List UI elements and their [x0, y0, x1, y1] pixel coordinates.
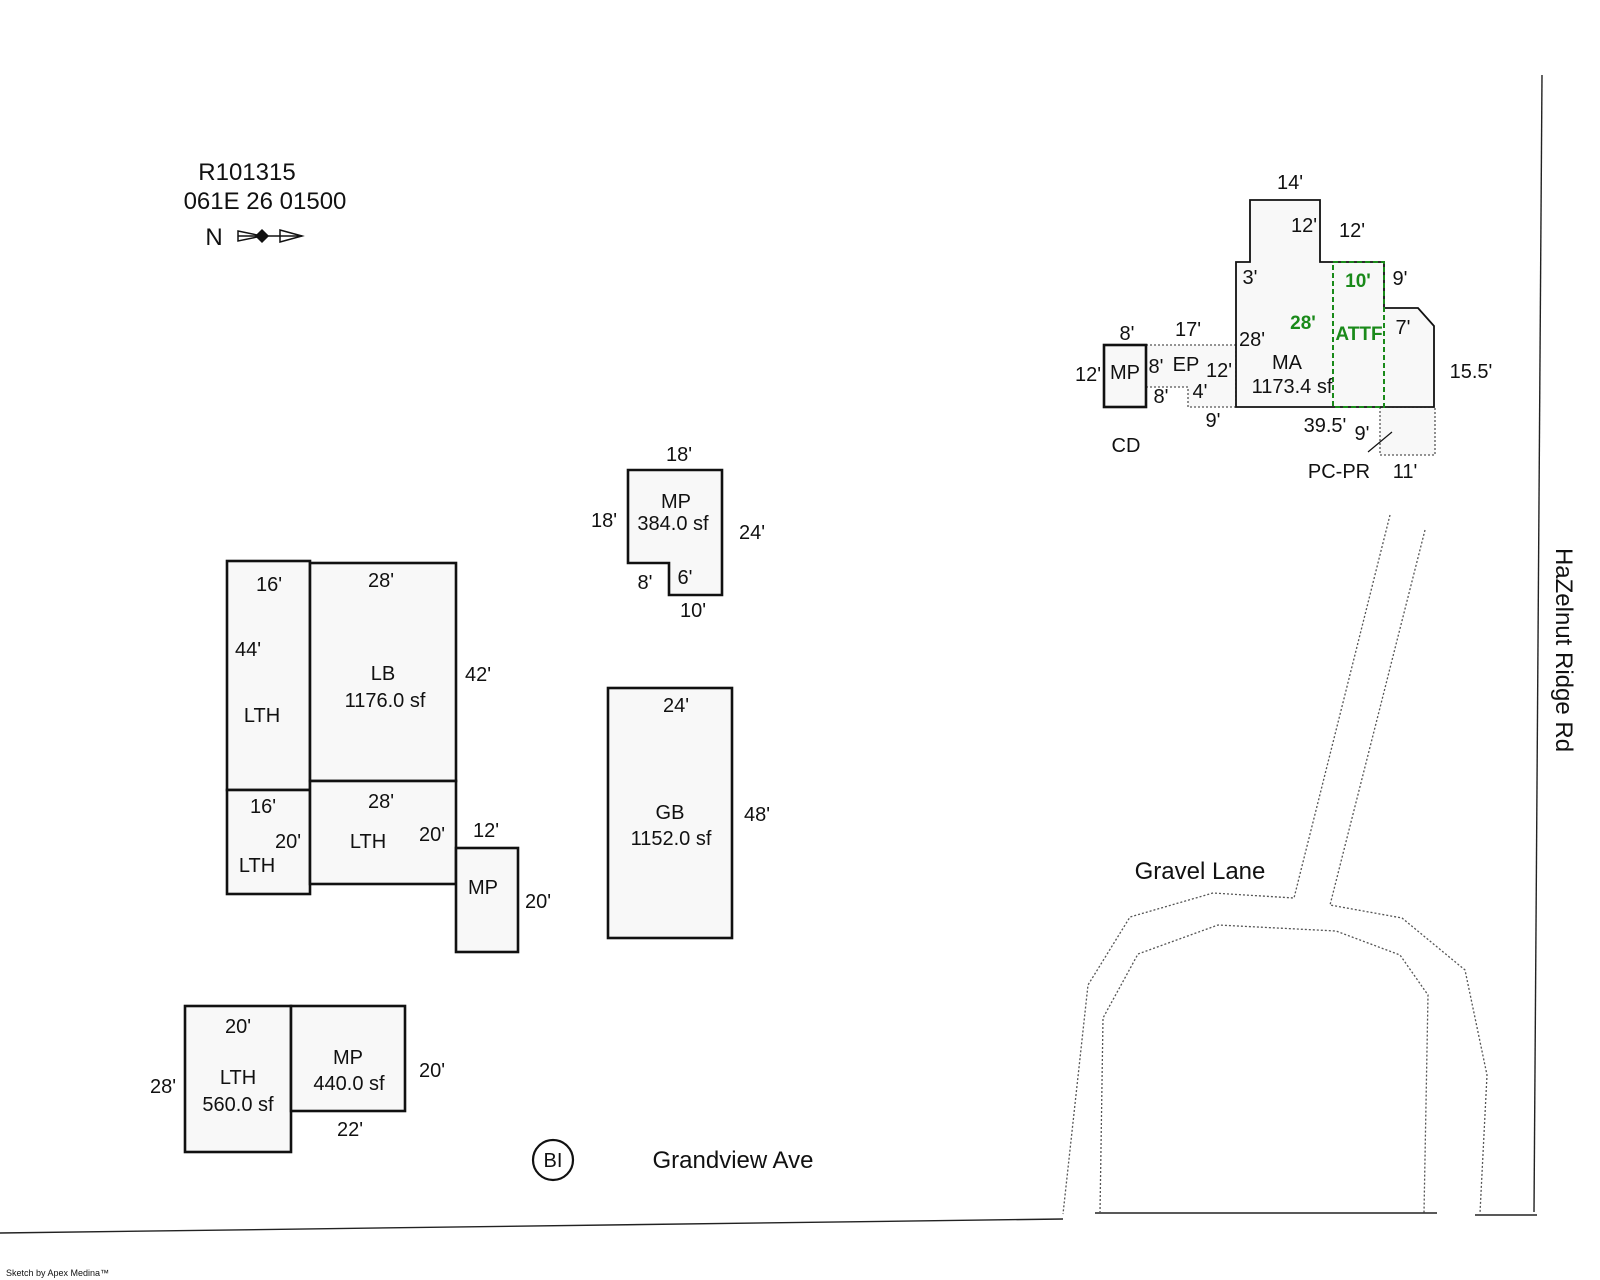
lth-small-left-label: LTH: [239, 855, 275, 877]
bi-symbol-label: BI: [544, 1150, 563, 1172]
dim-mp-small-right: 24': [739, 522, 765, 544]
dim-ma-bottom: 39.5': [1304, 415, 1347, 437]
ma-area: 1173.4 sf: [1252, 376, 1333, 398]
dim-ma-left: 28': [1239, 329, 1265, 351]
pc-pr-leader: [1367, 431, 1393, 453]
dim-ma-step-left: 3': [1243, 267, 1258, 289]
lth-bottom-area: 560.0 sf: [202, 1094, 274, 1116]
mp-small-building: [626, 468, 724, 597]
mp-lb-group: [454, 846, 520, 954]
dim-ep-bottom: 9': [1206, 410, 1221, 432]
lth-bottom-label: LTH: [220, 1067, 256, 1089]
lb-building: [308, 561, 458, 783]
mp-lb-label: MP: [468, 877, 498, 899]
dim-mp-bottom-bottom: 22': [337, 1119, 363, 1141]
gb-building: [606, 686, 734, 940]
pc-pr-label: PC-PR: [1308, 461, 1370, 483]
dim-ep-bottom-left: 8': [1154, 386, 1169, 408]
lb-label: LB: [371, 663, 395, 685]
gravel-lane-inner: [1099, 924, 1429, 1214]
dim-mp-small-bottom: 10': [680, 600, 706, 622]
gb-label: GB: [656, 802, 685, 824]
lth-small-mid-label: LTH: [350, 831, 386, 853]
dim-gb-side: 48': [744, 804, 770, 826]
dim-gb-top: 24': [663, 695, 689, 717]
attf-dim-top: 10': [1345, 271, 1371, 292]
dim-mp-lb-top: 12': [473, 820, 499, 842]
dim-mp-bottom-side: 20': [419, 1060, 445, 1082]
mp-bottom-area: 440.0 sf: [313, 1073, 385, 1095]
dim-ep-step: 4': [1193, 381, 1208, 403]
lth-bottom: [183, 1004, 293, 1154]
property-line-bottom: [0, 1218, 1064, 1234]
pc-pr-area: [1379, 406, 1436, 456]
dim-pc-bottom: 11': [1393, 461, 1418, 483]
attf-area: [1332, 261, 1385, 408]
dim-lth-side: 44': [235, 639, 261, 661]
road-label-gravel: Gravel Lane: [1135, 858, 1266, 885]
dim-mp-main-left: 12': [1075, 364, 1101, 386]
dim-mp-small-left: 18': [591, 510, 617, 532]
dim-lth-bottom-side: 28': [150, 1076, 176, 1098]
mp-bottom: [289, 1004, 407, 1113]
dim-lth-bottom-top: 20': [225, 1016, 251, 1038]
attf-dim-height: 28': [1290, 313, 1316, 334]
dim-ma-inner: 12': [1291, 215, 1317, 237]
dim-lb-top: 28': [368, 570, 394, 592]
property-line-right: [1533, 74, 1543, 1213]
north-arrow-icon: [237, 228, 305, 244]
dim-lb-side: 42': [465, 664, 491, 686]
cd-label: CD: [1112, 435, 1141, 457]
attf-label: ATTF: [1335, 324, 1382, 345]
dim-ma-upper-right: 12': [1339, 220, 1365, 242]
dim-lth3-side: 20': [419, 824, 445, 846]
ma-label: MA: [1272, 352, 1303, 374]
ep-label: EP: [1173, 354, 1200, 376]
dim-ma-top: 14': [1277, 172, 1303, 194]
dim-ma-right-step: 9': [1393, 268, 1408, 290]
lth-small-mid: [308, 779, 458, 886]
north-label: N: [205, 224, 222, 251]
gravel-lane-outer: [1062, 514, 1391, 1215]
lb-area: 1176.0 sf: [345, 690, 426, 712]
dim-ma-bump: 7': [1396, 317, 1411, 339]
mp-main-label: MP: [1110, 362, 1140, 384]
dim-mp-lb-side: 20': [525, 891, 551, 913]
bi-symbol-icon: [531, 1138, 575, 1182]
dim-ep-top: 17': [1175, 319, 1201, 341]
mp-main: [1102, 343, 1148, 409]
dim-pc-left: 9': [1355, 423, 1370, 445]
dim-mp-small-notch-left: 8': [638, 572, 653, 594]
dim-lth2-top: 16': [250, 796, 276, 818]
road-label-grandview: Grandview Ave: [653, 1147, 814, 1174]
lth-tall-label: LTH: [244, 705, 280, 727]
dim-lth3-top: 28': [368, 791, 394, 813]
dim-ep-left: 8': [1149, 356, 1164, 378]
dim-ep-right: 12': [1206, 360, 1232, 382]
dim-ma-right: 15.5': [1450, 361, 1493, 383]
dim-lth2-side: 20': [275, 831, 301, 853]
road-label-hazelnut: HaZelnut Ridge Rd: [1550, 548, 1577, 752]
parcel-id: R101315: [198, 159, 295, 186]
dim-lth-top: 16': [256, 574, 282, 596]
gb-area: 1152.0 sf: [631, 828, 712, 850]
dim-mp-small-notch-inner: 6': [678, 567, 693, 589]
dim-mp-main-top: 8': [1120, 323, 1135, 345]
mp-small-label: MP: [661, 491, 691, 513]
sketch-credit: Sketch by Apex Medina™: [6, 1268, 109, 1278]
map-number: 061E 26 01500: [184, 188, 347, 215]
dim-mp-small-top: 18': [666, 444, 692, 466]
mp-bottom-label: MP: [333, 1047, 363, 1069]
gravel-lane-drive-left: [1329, 529, 1488, 1214]
mp-small-area: 384.0 sf: [637, 513, 709, 535]
